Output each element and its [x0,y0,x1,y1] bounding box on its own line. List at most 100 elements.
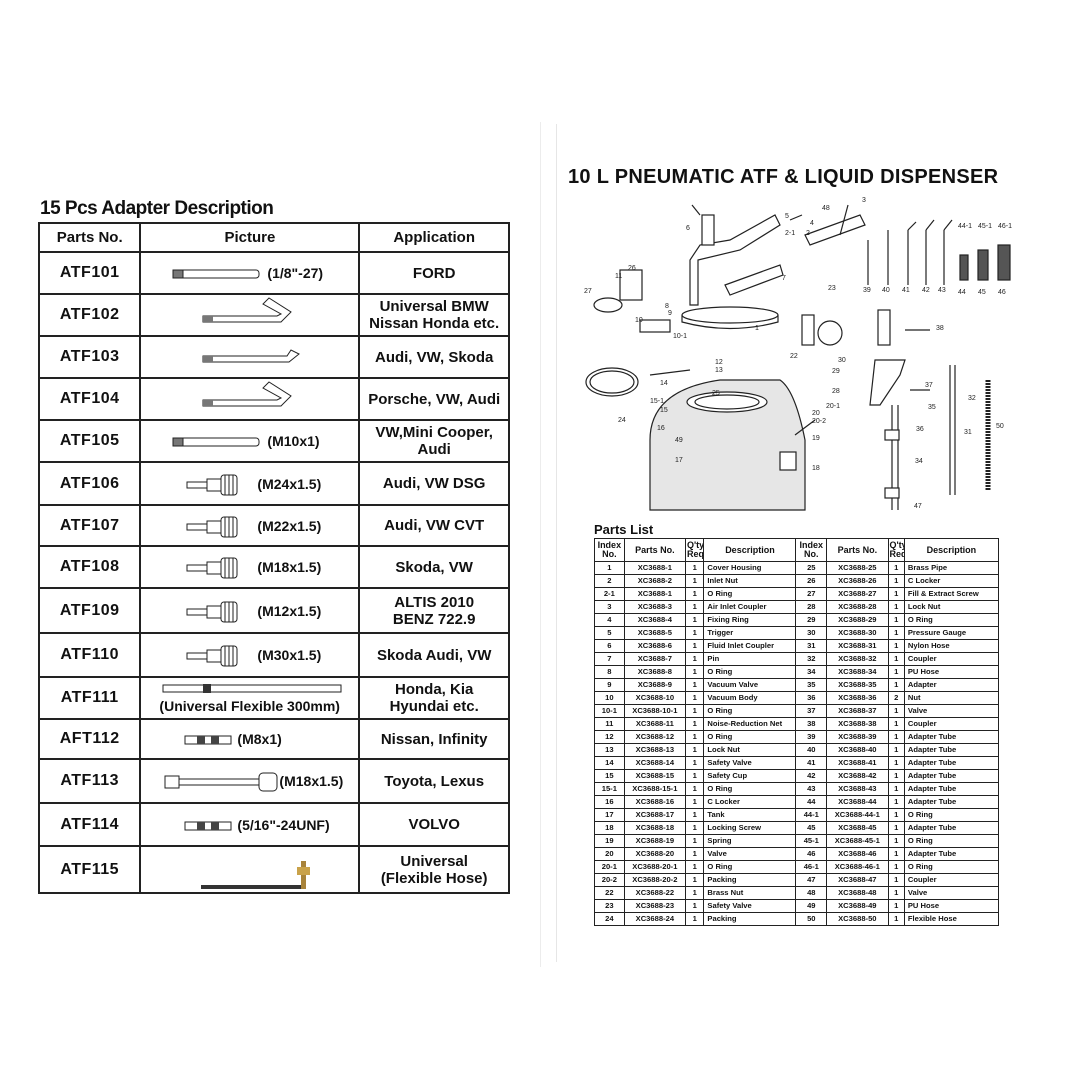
parts-cell-index-no: 27 [795,587,828,601]
parts-cell-part-no: XC3688-44-1 [826,808,889,822]
parts-cell-qty: 1 [887,834,905,848]
diagram-callout-49: 49 [675,437,683,444]
parts-cell-index-no: 48 [795,886,828,900]
parts-cell-description: Adapter Tube [903,782,1000,796]
parts-cell-part-no: XC3688-37 [826,704,889,718]
adapter-part-no: ATF105 [37,419,142,463]
adapter-application: Skoda, VW [358,545,510,589]
parts-cell-index-no: 39 [795,730,828,744]
diagram-callout-40: 40 [882,287,890,294]
adapter-part-no: AFT112 [37,718,142,760]
header-picture: Picture [139,222,361,253]
parts-cell-qty: 1 [887,600,905,614]
diagram-callout-41: 41 [902,287,910,294]
adapter-picture: (M8x1) [139,718,361,760]
adapter-part-no: ATF106 [37,461,142,506]
parts-cell-description: O Ring [903,613,1000,627]
adapter-application: Audi, VW CVT [358,504,510,547]
diagram-callout-12: 12 [715,359,723,366]
diagram-callout-16: 16 [657,425,665,432]
diagram-callout-11: 11 [615,273,622,280]
parts-cell-index-no: 46-1 [795,860,828,874]
parts-cell-part-no: XC3688-20-2 [623,873,687,887]
diagram-callout-9: 9 [668,310,672,317]
parts-cell-index-no: 42 [795,769,828,783]
adapter-thread-label: (M22x1.5) [257,517,322,534]
diagram-callout-1: 1 [755,325,759,332]
parts-cell-index-no: 23 [594,899,625,913]
parts-cell-index-no: 10-1 [594,704,625,718]
parts-cell-qty: 1 [685,769,705,783]
parts-cell-part-no: XC3688-23 [623,899,687,913]
header-description: Description [903,538,1000,562]
parts-cell-index-no: 5 [594,626,625,640]
adapter-row: ATF108 (M18x1.5) Skoda, VW [37,545,510,589]
adapter-table-header: Parts No. Picture Application [37,222,510,253]
adapter-picture: (M24x1.5) [139,461,361,506]
application-line: FORD [412,264,456,282]
header-parts-no: Parts No. [826,538,889,562]
parts-cell-description: Safety Valve [703,899,797,913]
parts-cell-description: O Ring [703,730,797,744]
parts-cell-qty: 1 [887,795,905,809]
diagram-callout-20-1: 20-1 [826,403,840,410]
parts-cell-index-no: 6 [594,639,625,653]
adapter-picture: (M18x1.5) [139,545,361,589]
parts-cell-index-no: 25 [795,561,828,575]
parts-cell-index-no: 4 [594,613,625,627]
parts-cell-description: O Ring [903,860,1000,874]
parts-cell-qty: 1 [887,678,905,692]
diagram-callout-43: 43 [938,287,946,294]
application-line: Honda, Kia [395,681,474,698]
parts-cell-qty: 1 [685,587,705,601]
application-line: Toyota, Lexus [384,772,485,790]
diagram-callout-18: 18 [812,465,820,472]
adapter-part-no: ATF101 [37,251,142,295]
parts-cell-description: O Ring [703,665,797,679]
parts-cell-part-no: XC3688-8 [623,665,687,679]
diagram-callout-28: 28 [832,388,840,395]
adapter-application: Audi, VW DSG [358,461,510,506]
adapter-picture: (M12x1.5) [139,587,361,634]
threaded-fitting-icon [186,516,238,538]
adapter-picture: (M10x1) [139,419,361,463]
parts-cell-qty: 1 [887,665,905,679]
parts-cell-qty: 1 [887,704,905,718]
parts-cell-index-no: 20 [594,847,625,861]
parts-cell-description: Fixing Ring [703,613,797,627]
long-straight-tube-icon [172,269,260,279]
application-line: Nissan Honda etc. [369,315,500,332]
application-line: Nissan, Infinity [380,730,488,748]
parts-cell-part-no: XC3688-47 [826,873,889,887]
parts-cell-qty: 1 [685,600,705,614]
parts-cell-description: Tank [703,808,797,822]
parts-cell-qty: 1 [887,912,905,926]
parts-cell-description: Spring [703,834,797,848]
parts-list-title: Parts List [594,522,654,537]
parts-cell-qty: 1 [887,756,905,770]
diagram-callout-8: 8 [665,303,669,310]
diagram-callout-13: 13 [715,367,723,374]
threaded-fitting-icon [186,645,238,667]
parts-cell-part-no: XC3688-16 [623,795,687,809]
parts-cell-part-no: XC3688-19 [623,834,687,848]
diagram-callout-10: 10 [635,317,643,324]
adapter-application: FORD [358,251,510,295]
parts-cell-index-no: 37 [795,704,828,718]
parts-cell-part-no: XC3688-42 [826,769,889,783]
diagram-callout-5: 5 [785,213,789,220]
parts-cell-qty: 1 [887,587,905,601]
diagram-callout-47: 47 [914,503,922,510]
parts-cell-index-no: 29 [795,613,828,627]
parts-cell-index-no: 10 [594,691,625,705]
